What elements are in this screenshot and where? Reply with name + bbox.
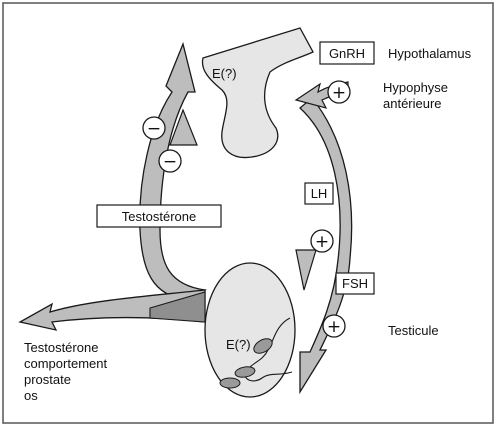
- pituitary-label-line1: Hypophyse: [383, 80, 448, 95]
- minus-sign-upper-text: −: [147, 119, 161, 139]
- gnrh-label: GnRH: [329, 46, 365, 61]
- leydig-cell: [219, 377, 241, 389]
- minus-sign-lower-text: −: [163, 152, 177, 172]
- effect-item: prostate: [24, 372, 71, 387]
- testosterone-box-label: Testostérone: [122, 209, 196, 224]
- minus-sign-lower: [158, 149, 182, 173]
- negative-feedback-arrow: [139, 41, 207, 301]
- fsh-label: FSH: [342, 276, 368, 291]
- lh-arrowhead: [295, 249, 317, 291]
- gnrh-box: [319, 41, 375, 65]
- minus-sign-upper: [142, 116, 166, 140]
- plus-sign-gnrh: [327, 80, 351, 104]
- effect-item: comportement: [24, 356, 107, 371]
- plus-sign-gnrh-text: +: [332, 83, 346, 103]
- testicle-label: Testicule: [388, 323, 439, 338]
- testicle-shape: [204, 262, 296, 398]
- plus-sign-fsh-text: +: [327, 317, 341, 337]
- lh-box: [304, 182, 334, 205]
- hypothalamus-label: Hypothalamus: [388, 46, 472, 61]
- plus-sign-fsh: [322, 314, 346, 338]
- brain-marker: E(?): [212, 66, 237, 81]
- fsh-box: [335, 272, 375, 295]
- effect-item: os: [24, 388, 38, 403]
- lh-label: LH: [311, 186, 328, 201]
- plus-sign-lh-text: +: [315, 232, 329, 252]
- pituitary-label-line2: antérieure: [383, 96, 442, 111]
- leydig-cell: [253, 338, 273, 354]
- plus-sign-lh: [310, 229, 334, 253]
- feedback-arrowhead: [169, 108, 198, 146]
- leydig-cell: [234, 366, 256, 378]
- testis-marker: E(?): [226, 337, 251, 352]
- effect-item: Testostérone: [24, 340, 98, 355]
- gonadotropin-arrow: [299, 97, 353, 395]
- testosterone-box: [96, 204, 222, 228]
- brain-shape: [201, 27, 314, 159]
